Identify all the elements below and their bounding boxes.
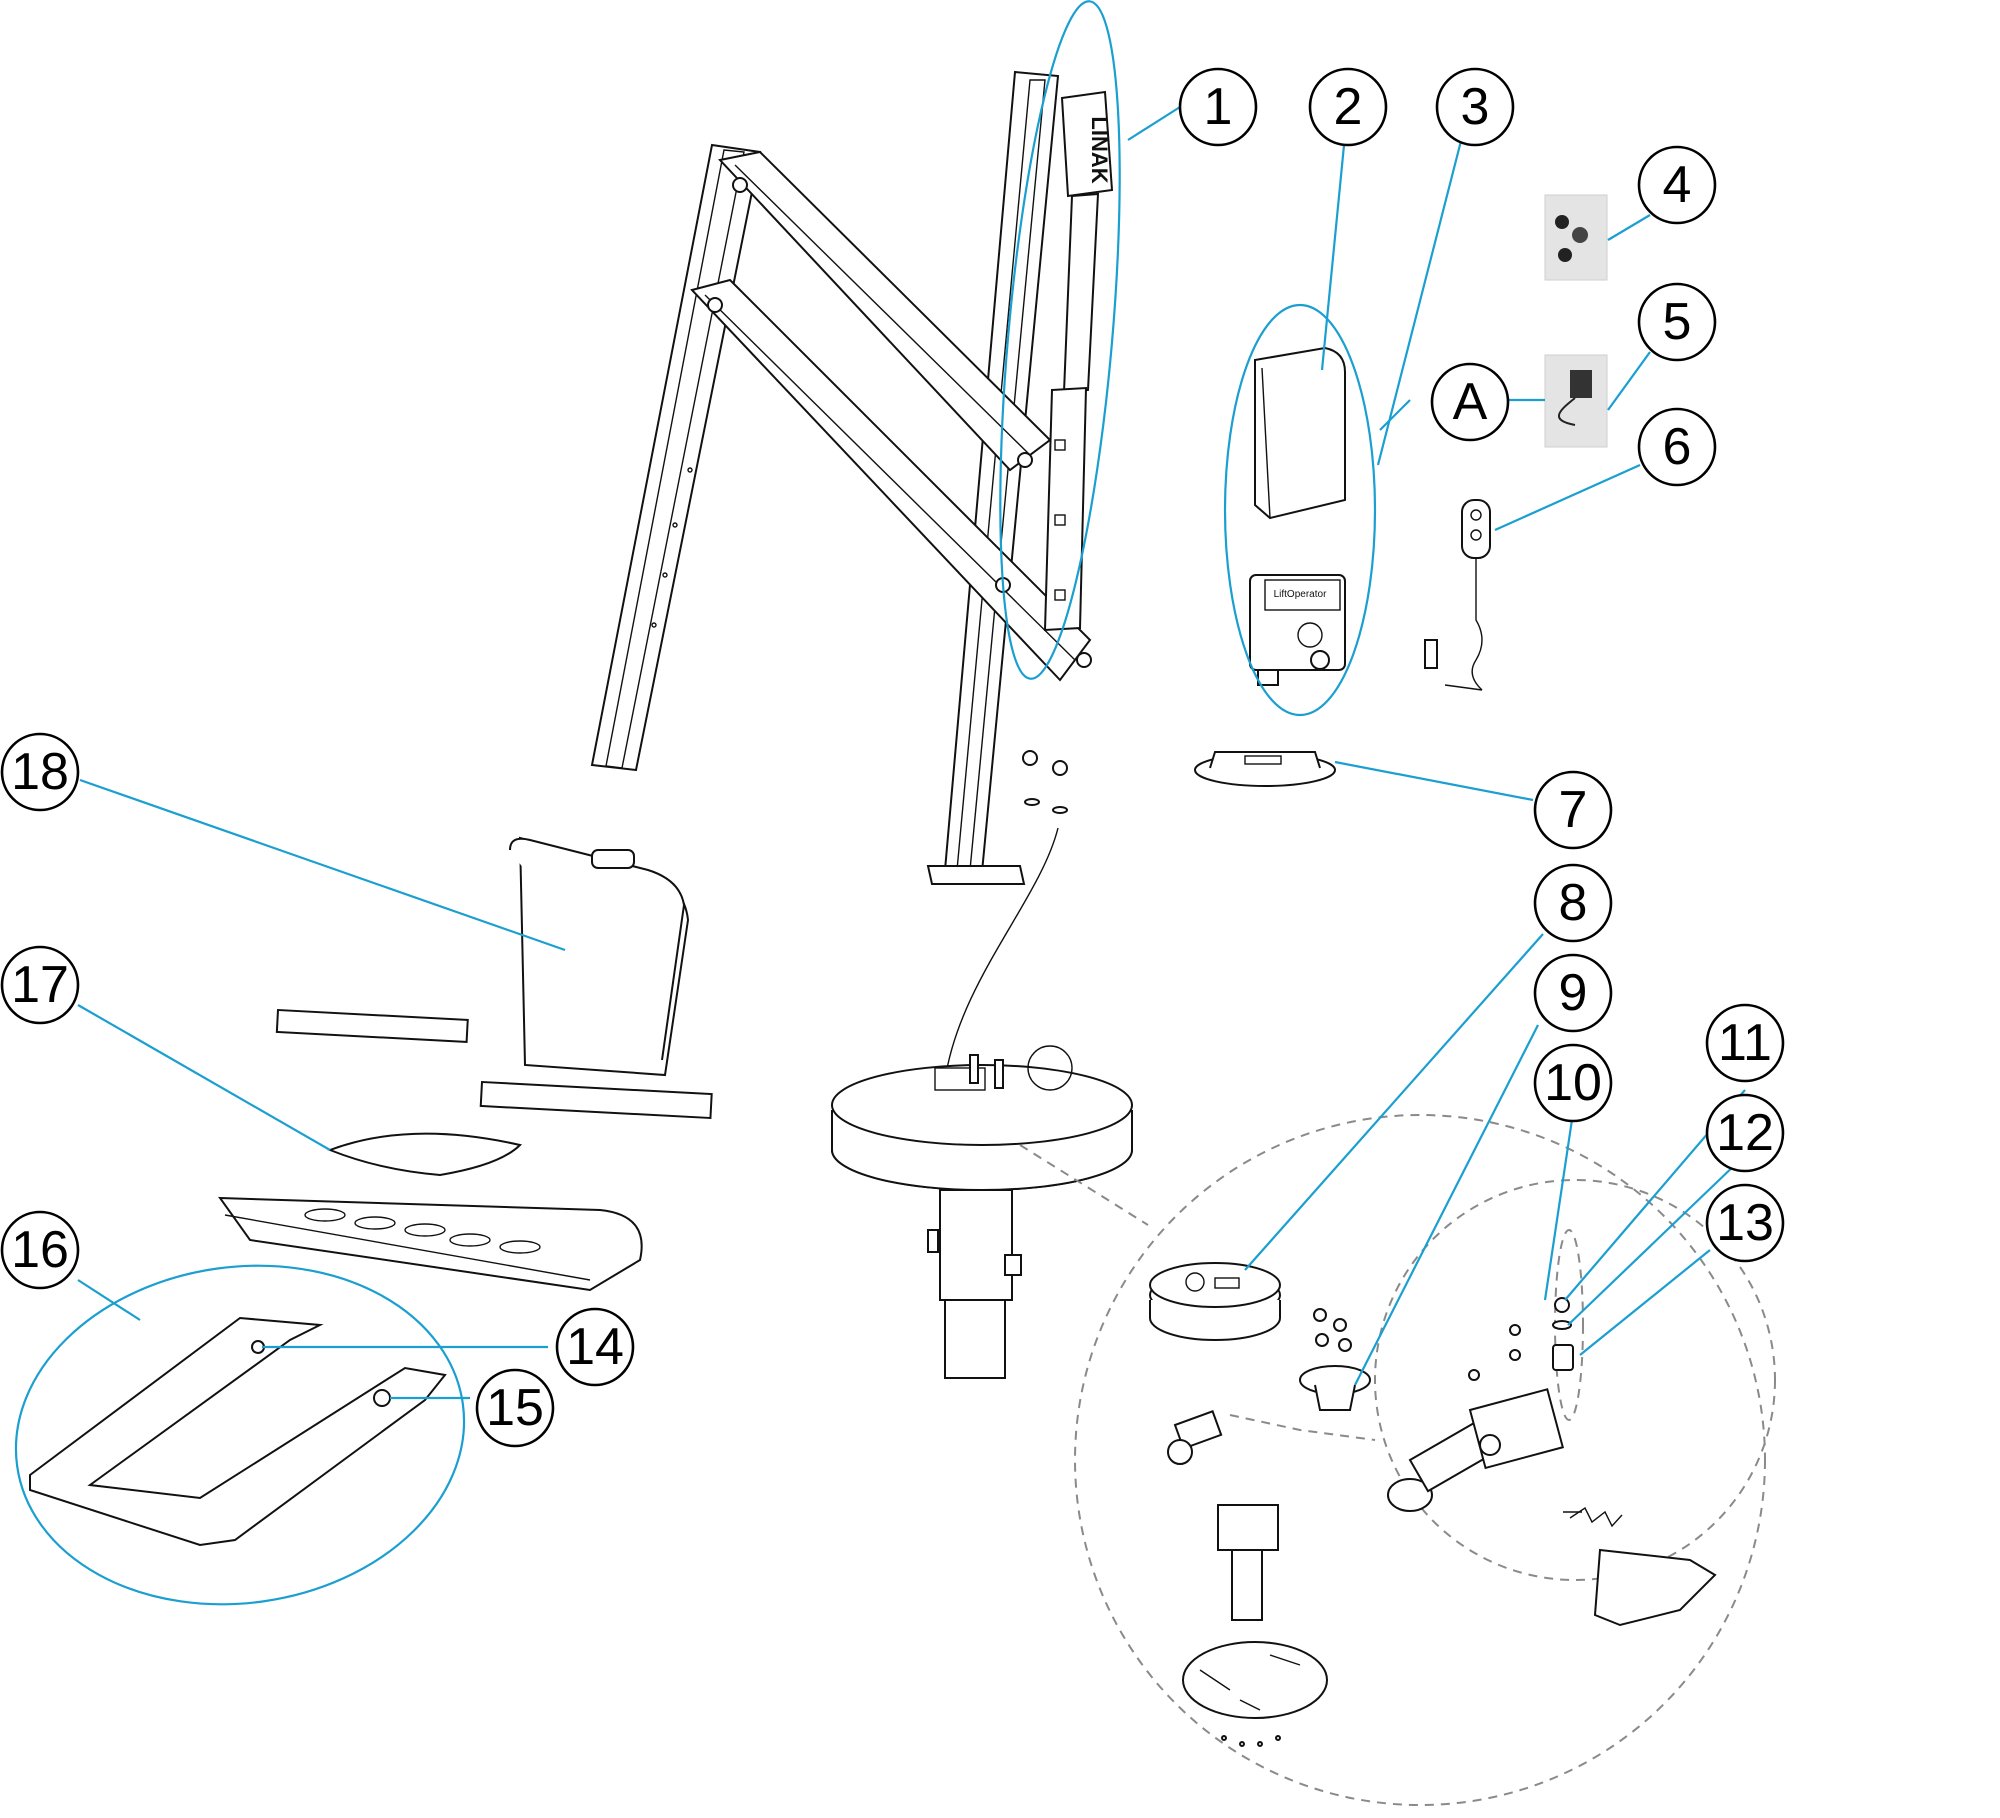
callout-8: 8 — [1533, 863, 1613, 943]
callout-15-label: 15 — [486, 1379, 544, 1437]
footrest-group-outline — [14, 1264, 466, 1606]
detail-circle-small — [1374, 1179, 1776, 1581]
callout-18: 18 — [0, 732, 80, 812]
battery-and-control-box: LiftOperator — [1223, 303, 1377, 717]
charger-photo — [1544, 354, 1608, 448]
callout-A: A — [1430, 362, 1510, 442]
callout-1: 1 — [1178, 67, 1258, 147]
callout-18-label: 18 — [11, 743, 69, 801]
control-box-brand-label: LiftOperator — [1274, 589, 1327, 600]
callout-16-label: 16 — [11, 1221, 69, 1279]
callout-12: 12 — [1705, 1093, 1785, 1173]
callout-17: 17 — [0, 945, 80, 1025]
accessory-photos — [1544, 194, 1608, 448]
callout-7: 7 — [1533, 770, 1613, 850]
callout-3-label: 3 — [1461, 78, 1490, 136]
callout-1-label: 1 — [1204, 78, 1233, 136]
callout-4: 4 — [1637, 145, 1717, 225]
seat-belt — [327, 1132, 522, 1177]
linear-actuator: LINAK — [999, 0, 1121, 680]
callout-6: 6 — [1637, 407, 1717, 487]
lift-frame — [590, 70, 1092, 885]
callout-3: 3 — [1435, 67, 1515, 147]
callout-11: 11 — [1705, 1003, 1785, 1083]
callout-13-label: 13 — [1716, 1194, 1774, 1252]
detail-circle-large — [1074, 1114, 1766, 1806]
battery-group-outline — [1223, 303, 1377, 717]
actuator-brand-label: LINAK — [1087, 116, 1112, 183]
callout-8-label: 8 — [1559, 874, 1588, 932]
callout-17-label: 17 — [11, 956, 69, 1014]
callout-5: 5 — [1637, 282, 1717, 362]
callout-2-label: 2 — [1334, 78, 1363, 136]
base-cover — [1194, 751, 1336, 787]
callout-15: 15 — [475, 1368, 555, 1448]
callout-13: 13 — [1705, 1183, 1785, 1263]
callout-12-label: 12 — [1716, 1104, 1774, 1162]
base-housing — [831, 1045, 1133, 1379]
callout-7-label: 7 — [1559, 781, 1588, 839]
callout-14-label: 14 — [566, 1318, 624, 1376]
callout-16: 16 — [0, 1210, 80, 1290]
callout-9-label: 9 — [1559, 964, 1588, 1022]
exploded-detail — [1019, 1114, 1776, 1806]
callout-6-label: 6 — [1663, 418, 1692, 476]
hand-control — [1424, 499, 1491, 691]
callout-9: 9 — [1533, 953, 1613, 1033]
callout-10-label: 10 — [1544, 1054, 1602, 1112]
callout-4-label: 4 — [1663, 156, 1692, 214]
seat-assembly — [218, 836, 713, 1292]
footrest — [29, 1316, 447, 1547]
callout-14: 14 — [555, 1307, 635, 1387]
callout-2: 2 — [1308, 67, 1388, 147]
actuator-group-outline — [999, 0, 1121, 680]
callout-11-label: 11 — [1718, 1014, 1772, 1072]
callout-A-label: A — [1453, 373, 1488, 431]
callout-10: 10 — [1533, 1043, 1613, 1123]
callout-5-label: 5 — [1663, 293, 1692, 351]
plug-kit-photo — [1544, 194, 1608, 281]
mounting-hardware — [944, 750, 1068, 1081]
